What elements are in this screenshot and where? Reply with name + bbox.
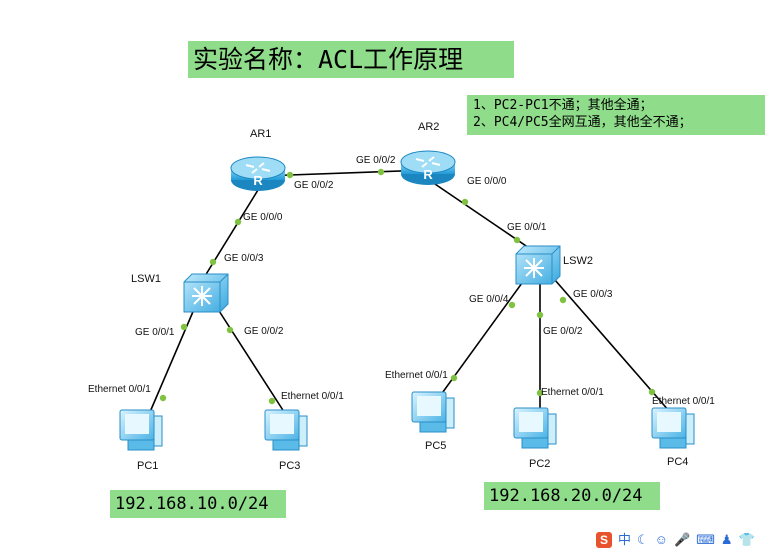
- port-label: GE 0/0/0: [243, 212, 283, 223]
- device-label-pc4: PC4: [667, 456, 689, 468]
- device-label-lsw2: LSW2: [563, 255, 593, 267]
- port-dot: [159, 394, 167, 402]
- port-dot: [559, 296, 567, 304]
- port-label: Ethernet 0/0/1: [88, 384, 151, 395]
- port-dots: [159, 168, 656, 405]
- requirement-1: 1、PC2-PC1不通；其他全通；: [473, 98, 653, 113]
- port-label: GE 0/0/1: [507, 222, 547, 233]
- link-lsw1-pc3: [211, 299, 289, 419]
- subnet-left: 192.168.10.0/24: [110, 490, 286, 518]
- pc-pc3[interactable]: [264, 409, 308, 451]
- port-label: GE 0/0/1: [135, 327, 175, 338]
- requirement-2: 2、PC4/PC5全网互通，其他全不通；: [473, 115, 692, 130]
- switch-arrows-icon: [192, 286, 212, 306]
- router-ar1[interactable]: R: [230, 156, 286, 191]
- device-label-pc3: PC3: [279, 460, 301, 472]
- device-label-lsw1: LSW1: [131, 273, 161, 285]
- shirt-icon[interactable]: 👕: [738, 532, 755, 547]
- router-ar2[interactable]: R: [400, 150, 456, 185]
- keyboard-icon[interactable]: ⌨: [696, 532, 715, 547]
- user-icon[interactable]: ♟: [720, 532, 733, 547]
- link-lsw1-pc1: [149, 299, 199, 413]
- port-dot: [461, 198, 469, 206]
- device-label-pc1: PC1: [137, 460, 159, 472]
- port-dot: [513, 236, 521, 244]
- port-label: GE 0/0/3: [224, 253, 264, 264]
- link-lsw2-pc4: [547, 271, 671, 413]
- router-r-icon: R: [423, 167, 433, 182]
- device-label-pc2: PC2: [529, 458, 551, 470]
- mic-icon[interactable]: 🎤: [673, 532, 691, 547]
- device-label-ar1: AR1: [250, 128, 272, 140]
- smile-icon[interactable]: ☺: [654, 532, 668, 547]
- port-label: Ethernet 0/0/1: [281, 391, 344, 402]
- device-label-ar2: AR2: [418, 121, 440, 133]
- ime-mode-label[interactable]: 中: [618, 532, 632, 547]
- port-label: GE 0/0/2: [294, 180, 334, 191]
- port-dot: [536, 389, 544, 397]
- port-label: GE 0/0/2: [244, 326, 284, 337]
- port-dot: [268, 397, 276, 405]
- port-dot: [648, 388, 656, 396]
- port-label: GE 0/0/0: [467, 176, 507, 187]
- pc-pc5[interactable]: [411, 391, 455, 433]
- device-label-pc5: PC5: [425, 440, 447, 452]
- pc-pc1[interactable]: [119, 409, 163, 451]
- ime-toolbar: S 中 ☾ ☺ 🎤 ⌨ ♟ 👕: [596, 530, 755, 550]
- switch-arrows-icon: [524, 258, 544, 278]
- port-label: GE 0/0/4: [469, 294, 509, 305]
- router-arrows-icon: [245, 162, 271, 174]
- pc-pc4[interactable]: [651, 407, 695, 449]
- links: [149, 169, 671, 419]
- experiment-title: 实验名称：ACL工作原理: [188, 41, 514, 78]
- sogou-icon[interactable]: S: [596, 532, 612, 548]
- moon-icon[interactable]: ☾: [637, 532, 649, 547]
- port-label: GE 0/0/2: [356, 155, 396, 166]
- subnet-right: 192.168.20.0/24: [484, 482, 660, 510]
- port-dot: [377, 168, 385, 176]
- router-arrows-icon: [415, 156, 441, 168]
- port-label: GE 0/0/3: [573, 289, 613, 300]
- port-dot: [508, 301, 516, 309]
- port-dot: [209, 258, 217, 266]
- port-label: Ethernet 0/0/1: [652, 396, 715, 407]
- port-dot: [226, 326, 234, 334]
- switch-lsw2[interactable]: [515, 245, 561, 285]
- requirements-note: 1、PC2-PC1不通；其他全通； 2、PC4/PC5全网互通，其他全不通；: [467, 95, 765, 135]
- router-r-icon: R: [253, 173, 263, 188]
- port-label: GE 0/0/2: [543, 326, 583, 337]
- port-dot: [450, 374, 458, 382]
- port-dot: [286, 171, 294, 179]
- pc-pc2[interactable]: [513, 407, 557, 449]
- port-dot: [536, 311, 544, 319]
- switch-lsw1[interactable]: [183, 273, 229, 313]
- port-label: Ethernet 0/0/1: [385, 370, 448, 381]
- port-dot: [234, 218, 242, 226]
- port-dot: [180, 323, 188, 331]
- port-label: Ethernet 0/0/1: [541, 387, 604, 398]
